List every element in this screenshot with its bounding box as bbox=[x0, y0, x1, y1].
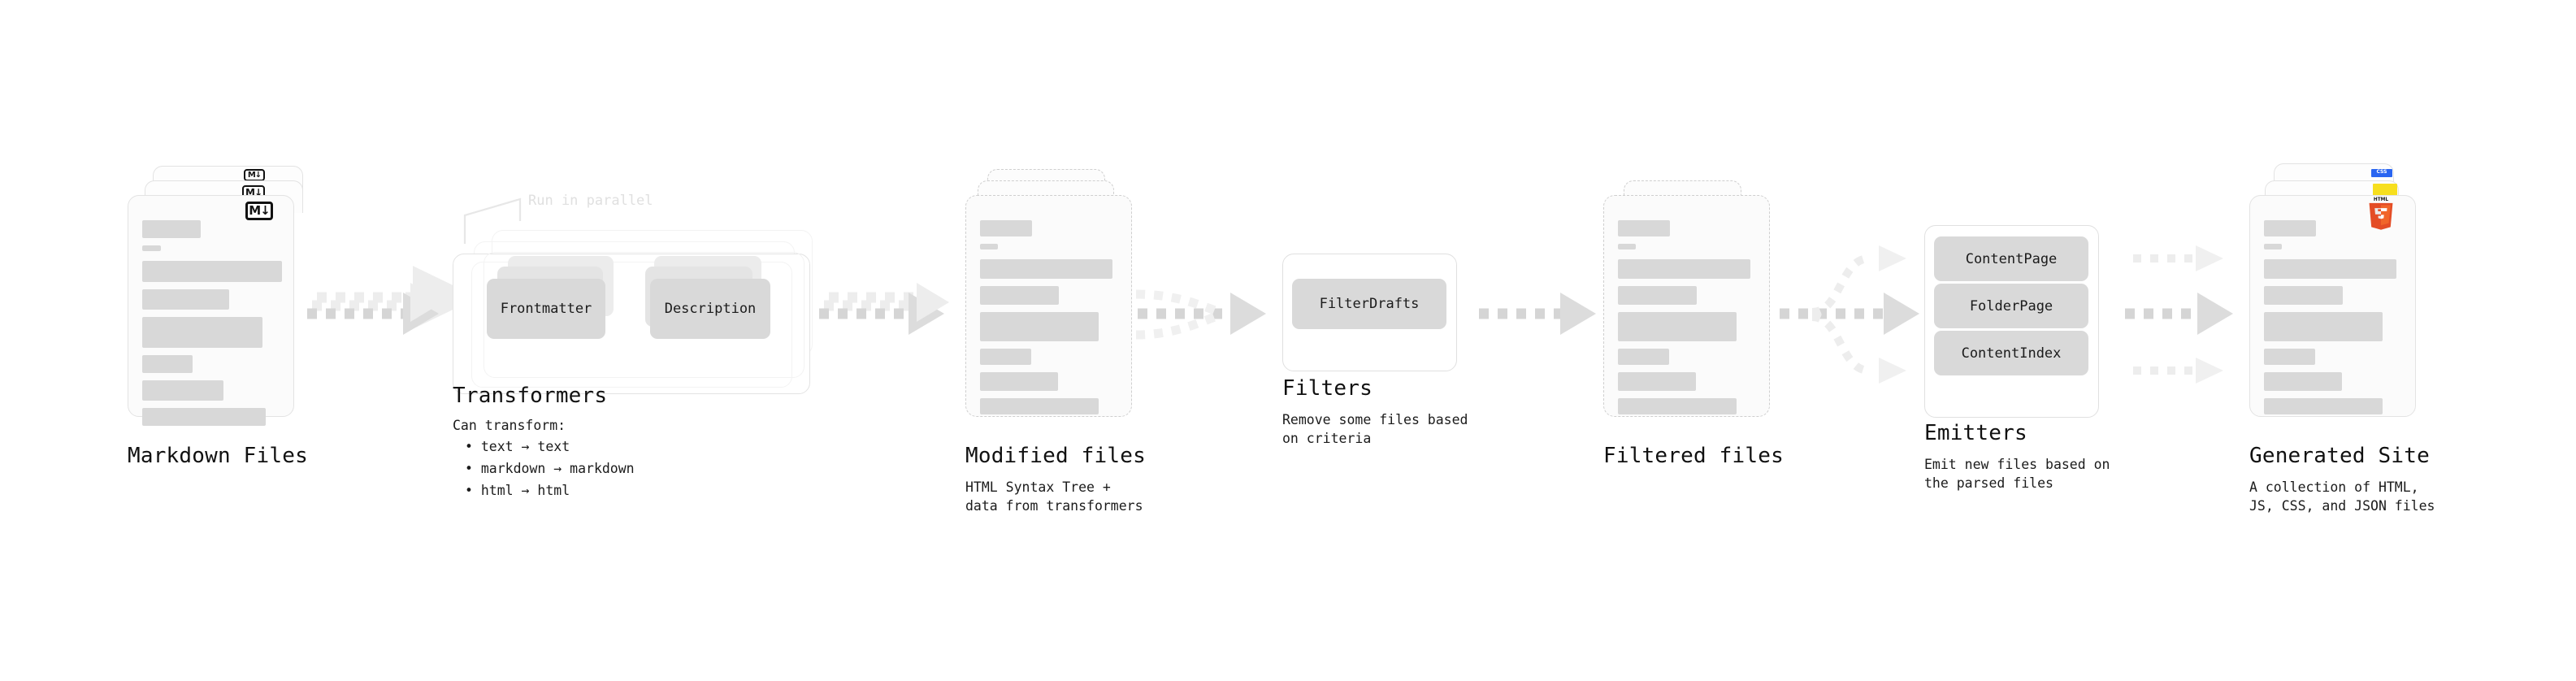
content-line bbox=[1618, 349, 1669, 365]
markdown-file-card bbox=[128, 195, 294, 426]
content-line bbox=[142, 245, 161, 251]
content-line bbox=[142, 355, 193, 373]
markdown-badge-icon: M↓ bbox=[245, 202, 273, 220]
content-line bbox=[142, 220, 201, 238]
content-line bbox=[2264, 244, 2282, 249]
transformers-bullet-2: • markdown → markdown bbox=[465, 461, 635, 476]
content-line bbox=[2264, 259, 2396, 279]
generated-site-card bbox=[2249, 195, 2416, 417]
modified-file-card bbox=[965, 195, 1132, 417]
content-line bbox=[1618, 312, 1737, 341]
file-content-lines bbox=[980, 220, 1121, 422]
stage-title-transformers: Transformers bbox=[453, 384, 608, 408]
html5-logo-icon: HTML bbox=[2369, 197, 2393, 230]
content-line bbox=[142, 317, 262, 348]
file-content-lines bbox=[142, 220, 284, 433]
transformers-description: Can transform: bbox=[453, 418, 566, 433]
transformer-chip-description[interactable]: Description bbox=[650, 279, 770, 339]
filters-description: Remove some files based on criteria bbox=[1282, 412, 1468, 446]
content-line bbox=[980, 398, 1099, 414]
content-line bbox=[1618, 220, 1670, 236]
content-line bbox=[2264, 398, 2383, 414]
emitters-description: Emit new files based on the parsed files bbox=[1924, 457, 2110, 491]
content-line bbox=[1618, 259, 1750, 279]
arrow-filtered-to-emitters bbox=[1780, 245, 1919, 384]
content-line bbox=[142, 380, 223, 401]
content-line bbox=[142, 261, 282, 282]
stage-title-filters: Filters bbox=[1282, 376, 1373, 401]
transformer-layer-inner-b bbox=[484, 252, 804, 378]
content-line bbox=[980, 312, 1099, 341]
content-line bbox=[1618, 286, 1697, 305]
content-line bbox=[980, 349, 1031, 365]
arrow-transformers-to-modified bbox=[819, 283, 949, 335]
run-in-parallel-label: Run in parallel bbox=[528, 193, 653, 209]
transformers-bullet-3: • html → html bbox=[465, 483, 570, 498]
css-badge-label: CSS bbox=[2376, 169, 2387, 175]
content-line bbox=[142, 289, 229, 310]
content-line bbox=[142, 408, 266, 426]
content-line bbox=[1618, 398, 1737, 414]
content-line bbox=[1618, 372, 1696, 391]
file-content-lines bbox=[2264, 220, 2405, 422]
transformer-layer-inner-a bbox=[471, 262, 792, 388]
emitter-chip-contentindex[interactable]: ContentIndex bbox=[1934, 331, 2088, 375]
content-line bbox=[2264, 312, 2383, 341]
stage-title-emitters: Emitters bbox=[1924, 421, 2027, 445]
transformer-chip-frontmatter[interactable]: Frontmatter bbox=[487, 279, 605, 339]
transformers-bullet-1: • text → text bbox=[465, 439, 570, 454]
content-line bbox=[2264, 372, 2342, 391]
filtered-file-card bbox=[1603, 195, 1770, 417]
stage-title-generated-site: Generated Site bbox=[2249, 444, 2430, 468]
content-line bbox=[2264, 286, 2343, 305]
generated-site-description: A collection of HTML, JS, CSS, and JSON … bbox=[2249, 479, 2435, 514]
stage-title-markdown-files: Markdown Files bbox=[128, 444, 308, 468]
svg-text:HTML: HTML bbox=[2374, 197, 2388, 202]
arrow-markdown-to-transformers bbox=[307, 266, 479, 335]
filter-chip-filterdrafts[interactable]: FilterDrafts bbox=[1292, 279, 1446, 329]
markdown-badge-back: M↓ bbox=[244, 169, 265, 181]
content-line bbox=[980, 259, 1112, 279]
content-line bbox=[2264, 349, 2315, 365]
emitter-chip-folderpage[interactable]: FolderPage bbox=[1934, 284, 2088, 328]
stage-title-filtered-files: Filtered files bbox=[1603, 444, 1784, 468]
content-line bbox=[980, 244, 998, 249]
css-badge-icon: CSS bbox=[2371, 169, 2392, 177]
arrow-modified-to-filters bbox=[1135, 289, 1266, 340]
arrow-filters-to-filtered bbox=[1479, 293, 1596, 335]
emitter-chip-contentpage[interactable]: ContentPage bbox=[1934, 236, 2088, 281]
stage-title-modified-files: Modified files bbox=[965, 444, 1146, 468]
content-line bbox=[1618, 244, 1636, 249]
arrow-emitters-to-site bbox=[2125, 245, 2233, 384]
content-line bbox=[980, 220, 1032, 236]
content-line bbox=[980, 372, 1058, 391]
file-content-lines bbox=[1618, 220, 1759, 422]
modified-files-description: HTML Syntax Tree + data from transformer… bbox=[965, 479, 1143, 514]
content-line bbox=[980, 286, 1059, 305]
content-line bbox=[2264, 220, 2316, 236]
